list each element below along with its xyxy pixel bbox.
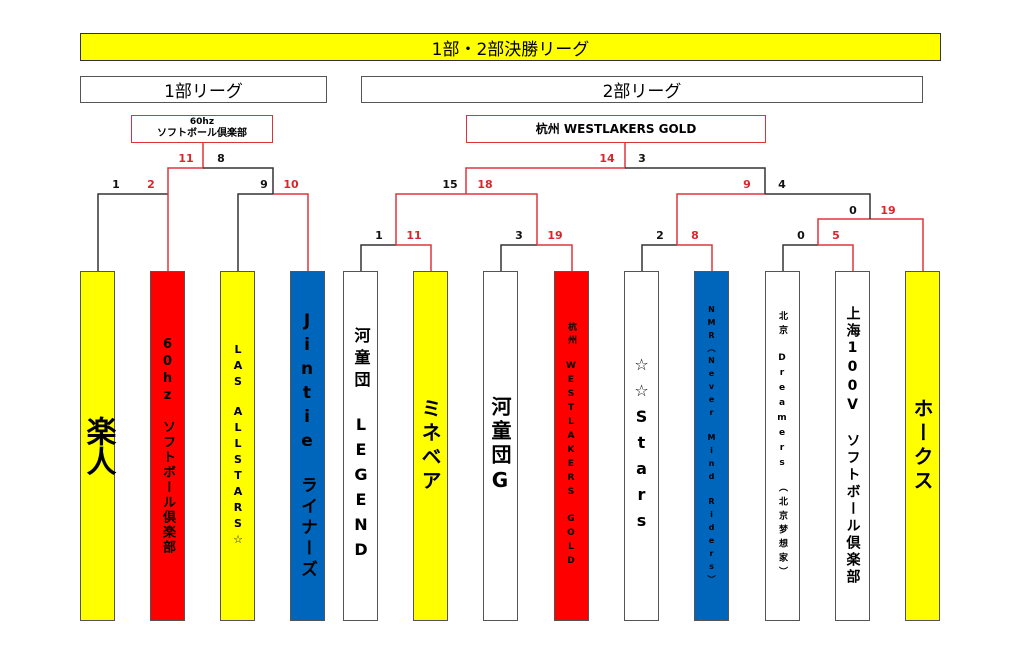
score-d2-qf2-right: 19: [547, 229, 563, 242]
score-d2-final-left: 14: [599, 152, 615, 165]
score-d1-final-left: 11: [178, 152, 194, 165]
division2-champion-box: 杭州 WESTLAKERS GOLD: [466, 115, 766, 143]
team-box-hawks: ホークス: [905, 271, 940, 621]
team-name: 60hz ソフトボール倶楽部: [160, 337, 175, 555]
champion1-line1: 60hz: [189, 117, 215, 128]
team-box-stars: ☆☆Stars: [624, 271, 659, 621]
team-name: Jintie ライナーズ: [297, 311, 317, 581]
team-box-kappadan-g: 河童団G: [483, 271, 518, 621]
score-d2-semiB-right: 4: [778, 178, 786, 191]
score-d1-semi1-right: 2: [147, 178, 155, 191]
score-d1-semi2-left: 9: [260, 178, 268, 191]
score-d1-semi2-right: 10: [283, 178, 299, 191]
score-d2-r1-right: 5: [832, 229, 840, 242]
team-name: 河童団G: [488, 396, 512, 496]
score-d2-final-right: 3: [638, 152, 646, 165]
team-name: NMR（Never Mind Riders）: [707, 305, 716, 587]
team-box-60hz: 60hz ソフトボール倶楽部: [150, 271, 185, 621]
page-title-text: 1部・2部決勝リーグ: [431, 39, 590, 60]
score-d2-qf1-right: 11: [406, 229, 422, 242]
team-name: 上海100V ソフトボール倶楽部: [844, 306, 861, 586]
team-box-kappadan-legend: 河童団 LEGEND: [343, 271, 378, 621]
score-d2-qf4-left: 0: [849, 204, 857, 217]
division2-header: 2部リーグ: [361, 76, 923, 103]
score-d2-qf3-right: 8: [691, 229, 699, 242]
team-name: 楽人: [80, 416, 116, 476]
score-d1-final-right: 8: [217, 152, 225, 165]
division2-label: 2部リーグ: [602, 82, 682, 102]
champion1-line2: ソフトボール倶楽部: [157, 128, 247, 140]
team-box-rakujin: 楽人: [80, 271, 116, 621]
team-name: 杭州 WESTLAKERS GOLD: [566, 322, 576, 570]
team-name: ミネベア: [418, 398, 442, 494]
page-title: 1部・2部決勝リーグ: [80, 33, 941, 61]
score-d2-qf1-left: 1: [375, 229, 383, 242]
team-name: 北京 Dreamers （北京梦想家）: [777, 311, 787, 581]
team-box-las-allstars: LAS ALLSTARS☆: [220, 271, 255, 621]
score-d2-r1-left: 0: [797, 229, 805, 242]
team-name: LAS ALLSTARS☆: [231, 343, 245, 549]
team-name: 河童団 LEGEND: [351, 327, 371, 565]
division1-champion-box: 60hz ソフトボール倶楽部: [131, 115, 273, 143]
team-box-beijing-dreamers: 北京 Dreamers （北京梦想家）: [765, 271, 800, 621]
team-name: ☆☆Stars: [632, 355, 651, 537]
team-box-nmr: NMR（Never Mind Riders）: [694, 271, 729, 621]
score-d2-semiA-right: 18: [477, 178, 493, 191]
team-box-minebea: ミネベア: [413, 271, 448, 621]
score-d2-semiA-left: 15: [442, 178, 458, 191]
team-name: ホークス: [910, 398, 934, 494]
team-box-hangzhou-westlakers: 杭州 WESTLAKERS GOLD: [554, 271, 589, 621]
score-d2-semiB-left: 9: [743, 178, 751, 191]
champion2-name: 杭州 WESTLAKERS GOLD: [535, 121, 697, 136]
team-box-shanghai-100v: 上海100V ソフトボール倶楽部: [835, 271, 870, 621]
score-d2-qf4-right: 19: [880, 204, 896, 217]
score-d1-semi1-left: 1: [112, 178, 120, 191]
score-d2-qf3-left: 2: [656, 229, 664, 242]
team-box-jintie: Jintie ライナーズ: [290, 271, 325, 621]
score-d2-qf2-left: 3: [515, 229, 523, 242]
division1-label: 1部リーグ: [164, 82, 243, 102]
division1-header: 1部リーグ: [80, 76, 327, 103]
